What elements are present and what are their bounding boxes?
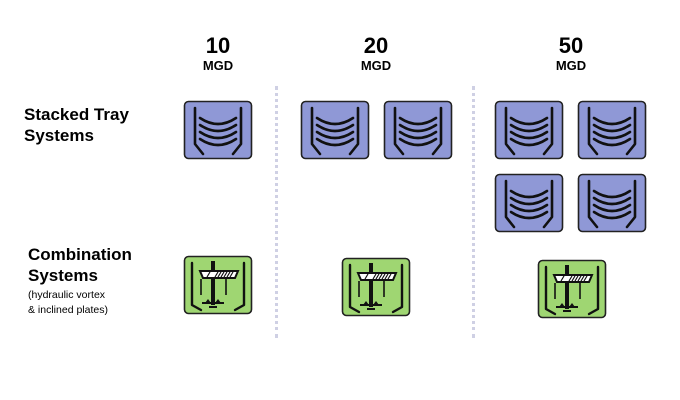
row-label-note: & inclined plates) [28, 304, 108, 316]
column-header-10: 10 MGD [168, 34, 268, 74]
stacked-tray-icon [183, 100, 253, 160]
capacity-value: 10 [205, 33, 231, 58]
stacked-tray-icon [300, 100, 370, 160]
column-header-20: 20 MGD [326, 34, 426, 74]
capacity-unit: MGD [555, 58, 587, 73]
column-divider [472, 86, 475, 338]
combination-system-icon [341, 256, 411, 318]
row-label-combination: Combination Systems (hydraulic vortex & … [28, 244, 132, 318]
stacked-tray-icon [383, 100, 453, 160]
combination-system-icon [537, 258, 607, 320]
row-label-line: Stacked Tray [24, 105, 129, 124]
column-header-50: 50 MGD [521, 34, 621, 74]
row-label-line: Combination [28, 245, 132, 264]
stacked-tray-icon [577, 173, 647, 233]
row-label-line: Systems [24, 126, 94, 145]
stacked-tray-icon [494, 100, 564, 160]
capacity-value: 50 [558, 33, 584, 58]
row-label-line: Systems [28, 266, 98, 285]
row-label-stacked-tray: Stacked Tray Systems [24, 104, 129, 146]
capacity-unit: MGD [202, 58, 234, 73]
combination-system-icon [183, 254, 253, 316]
capacity-value: 20 [363, 33, 389, 58]
stacked-tray-icon [494, 173, 564, 233]
row-label-note: (hydraulic vortex [28, 289, 106, 301]
capacity-unit: MGD [360, 58, 392, 73]
column-divider [275, 86, 278, 338]
stacked-tray-icon [577, 100, 647, 160]
